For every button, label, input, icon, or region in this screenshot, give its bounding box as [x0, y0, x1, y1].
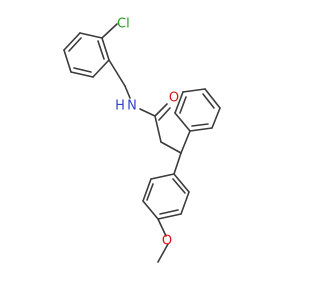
- ether-oxygen-label: O: [162, 234, 172, 249]
- bond: [63, 32, 81, 51]
- bond-c-o-double: [158, 107, 171, 121]
- bond-n-c: [139, 108, 156, 117]
- bond: [174, 112, 191, 132]
- bond: [180, 130, 191, 154]
- nitrogen-hydrogen-label: H: [115, 99, 125, 114]
- bond-o-c: [157, 243, 169, 263]
- bond: [211, 107, 221, 129]
- bond: [79, 32, 103, 39]
- bond-double-inner: [172, 178, 186, 194]
- bond-c-cl: [101, 23, 118, 39]
- bond-double-inner: [146, 183, 154, 201]
- bond-double-inner: [159, 209, 179, 215]
- bond: [142, 178, 152, 202]
- bond-double-inner: [73, 67, 92, 73]
- bond-double-inner: [68, 37, 82, 52]
- bond-c-o-double: [154, 103, 168, 117]
- bond: [108, 59, 126, 87]
- bond-double-inner: [179, 96, 187, 114]
- bond: [173, 152, 182, 175]
- carbonyl-oxygen-label: O: [169, 91, 179, 106]
- bond-double-inner: [97, 40, 105, 60]
- bond: [182, 88, 206, 93]
- bond: [63, 49, 72, 73]
- bonds: [63, 23, 221, 263]
- bond-double-inner: [191, 123, 209, 127]
- molecule-diagram: Cl N H O O: [63, 17, 221, 263]
- bond: [173, 173, 190, 193]
- structure-canvas: Cl N H O O: [63, 16, 221, 263]
- bond-c-o: [157, 218, 167, 237]
- bond-double-inner: [202, 93, 215, 109]
- bond: [160, 141, 182, 154]
- atom-labels: Cl N H O O: [115, 17, 179, 249]
- methoxyphenyl-ring: [142, 173, 190, 220]
- bond: [92, 59, 110, 78]
- bond: [204, 88, 221, 109]
- phenyl-ring: [174, 88, 221, 154]
- bond: [189, 127, 213, 132]
- bond: [154, 115, 162, 143]
- chlorophenyl-ring: [63, 32, 110, 78]
- bond: [157, 213, 182, 220]
- chlorine-label: Cl: [117, 17, 130, 32]
- bond: [174, 91, 184, 114]
- bond: [101, 37, 110, 61]
- bond: [70, 71, 94, 78]
- bond: [142, 200, 159, 220]
- bond: [150, 173, 175, 180]
- bond: [180, 191, 190, 215]
- bond-c-n: [124, 85, 131, 99]
- nitrogen-label: N: [127, 99, 137, 114]
